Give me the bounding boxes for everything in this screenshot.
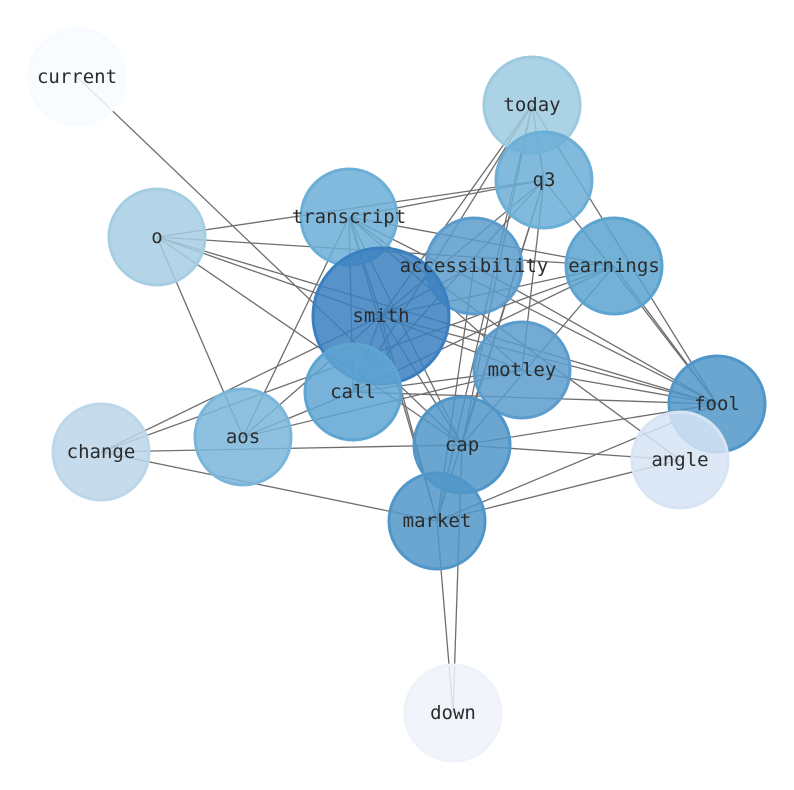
node-label: change <box>67 441 136 463</box>
edge-market-change <box>100 451 438 522</box>
node-market[interactable] <box>387 471 487 571</box>
node-label: call <box>330 381 376 403</box>
node-o[interactable] <box>107 187 207 287</box>
node-current[interactable] <box>27 27 127 127</box>
node-label: o <box>151 226 162 248</box>
node-label: transcript <box>292 206 406 228</box>
node-label: today <box>503 94 560 116</box>
node-label: motley <box>488 359 557 381</box>
node-label: fool <box>694 393 740 415</box>
node-label: accessibility <box>400 255 549 277</box>
node-label: cap <box>445 434 479 456</box>
node-label: angle <box>651 449 708 471</box>
node-label: down <box>430 702 476 724</box>
node-motley[interactable] <box>472 320 572 420</box>
node-label: q3 <box>533 169 556 191</box>
labels-layer: current today q3 transcript o accessibility ea… <box>37 66 740 724</box>
node-q3[interactable] <box>494 130 594 230</box>
node-label: current <box>37 66 117 88</box>
node-earnings[interactable] <box>564 216 664 316</box>
node-call[interactable] <box>303 342 403 442</box>
node-aos[interactable] <box>193 387 293 487</box>
node-down[interactable] <box>403 663 503 763</box>
nodes-layer <box>27 27 767 763</box>
edge-transcript-fool <box>348 216 718 405</box>
node-label: aos <box>226 426 260 448</box>
node-angle[interactable] <box>630 410 730 510</box>
edge-o-cap <box>156 236 463 446</box>
node-label: market <box>403 510 472 532</box>
node-change[interactable] <box>51 402 151 502</box>
node-label: smith <box>352 305 409 327</box>
node-label: earnings <box>568 255 660 277</box>
